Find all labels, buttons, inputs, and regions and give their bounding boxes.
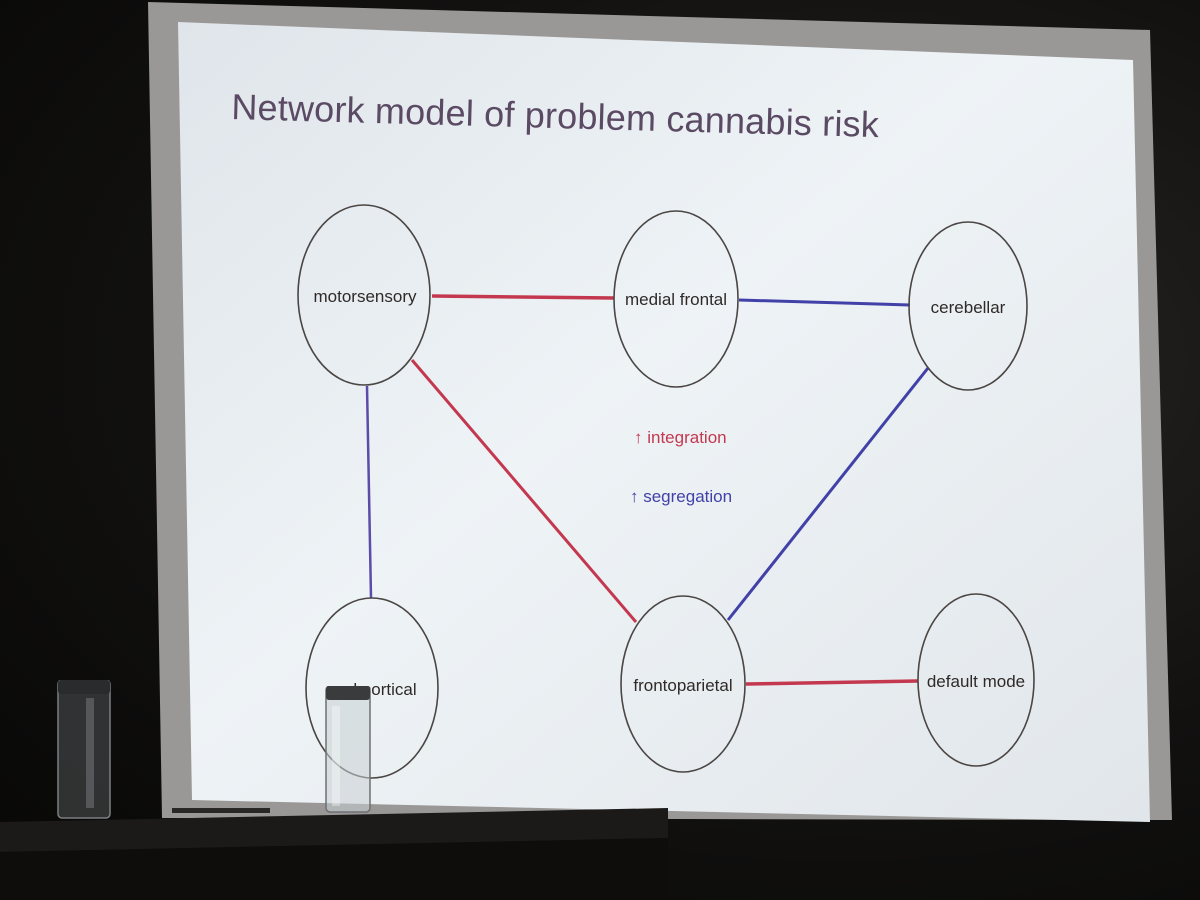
legend-segregation: ↑ segregation bbox=[630, 487, 733, 506]
node-subcortical bbox=[305, 597, 439, 779]
node-label-default-mode: default mode bbox=[926, 672, 1026, 691]
edge-cerebellar-frontoparietal bbox=[726, 367, 930, 621]
edge-motorsensory-subcortical bbox=[365, 385, 373, 599]
node-label-cerebellar: cerebellar bbox=[930, 298, 1006, 317]
edge-medial-frontal-cerebellar bbox=[738, 298, 911, 307]
node-frontoparietal bbox=[620, 595, 746, 773]
edge-frontoparietal-default-mode bbox=[745, 679, 919, 686]
node-cerebellar bbox=[908, 221, 1028, 391]
legend-integration: ↑ integration bbox=[634, 428, 727, 447]
slide-surface bbox=[178, 22, 1150, 822]
water-bottle-left bbox=[57, 680, 111, 819]
edge-motorsensory-frontoparietal bbox=[410, 359, 638, 623]
edge-motorsensory-medial-frontal bbox=[431, 294, 615, 300]
node-label-frontoparietal: frontoparietal bbox=[633, 676, 733, 695]
water-bottle-right bbox=[325, 686, 371, 813]
podium-desk bbox=[0, 808, 668, 900]
node-label-motorsensory: motorsensory bbox=[313, 287, 417, 306]
node-medial-frontal bbox=[613, 210, 739, 388]
node-label-medial-frontal: medial frontal bbox=[624, 290, 728, 309]
node-motorsensory bbox=[297, 204, 431, 386]
node-default-mode bbox=[917, 593, 1035, 767]
